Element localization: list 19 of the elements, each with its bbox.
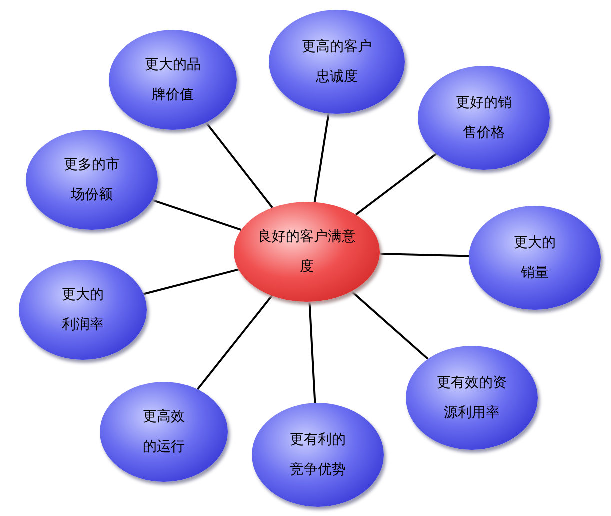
node-label: 更大的品牌价值: [144, 56, 202, 105]
connector-line: [308, 302, 316, 404]
connector-line: [355, 153, 438, 216]
connector-line: [144, 268, 239, 296]
connector-line: [314, 113, 330, 202]
outer-ellipse: [26, 130, 158, 230]
node-label: 更有效的资源利用率: [436, 374, 508, 423]
node-label: 良好的客户满意度: [257, 228, 357, 277]
node-label: 更高效的运行: [142, 408, 186, 457]
connector-line: [205, 122, 274, 208]
connector-line: [152, 199, 242, 231]
node-label: 更高的客户忠诚度: [301, 38, 373, 87]
connector-line: [196, 295, 273, 390]
node-label: 更大的利润率: [61, 286, 105, 335]
node-label: 更好的销售价格: [455, 94, 513, 143]
node-label: 更有利的竞争优势: [289, 431, 347, 480]
connector-line: [351, 290, 429, 360]
node-label: 更多的市场份额: [63, 156, 121, 205]
node-label: 更大的销量: [513, 234, 557, 283]
